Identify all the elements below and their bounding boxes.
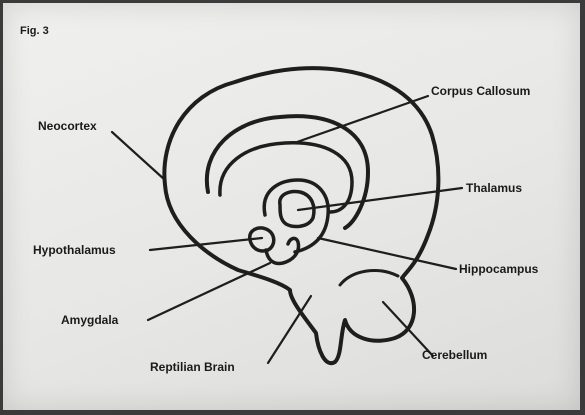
label-reptilian-brain: Reptilian Brain xyxy=(150,360,235,374)
label-hypothalamus: Hypothalamus xyxy=(33,243,116,257)
label-corpus-callosum: Corpus Callosum xyxy=(431,84,530,98)
corpus-callosum-outer xyxy=(207,116,368,228)
pointer-hypothalamus xyxy=(150,238,262,250)
corpus-callosum-inner xyxy=(220,143,352,212)
pointer-reptilian xyxy=(268,296,311,363)
pointer-neocortex xyxy=(112,132,165,180)
label-cerebellum: Cerebellum xyxy=(422,348,487,362)
label-hippocampus: Hippocampus xyxy=(459,262,538,276)
pointer-hippocampus xyxy=(318,238,456,269)
pointer-amygdala xyxy=(148,263,270,320)
label-neocortex: Neocortex xyxy=(38,119,97,133)
label-amygdala: Amygdala xyxy=(61,313,118,327)
label-thalamus: Thalamus xyxy=(466,181,522,195)
cerebellum-divider xyxy=(340,270,398,285)
